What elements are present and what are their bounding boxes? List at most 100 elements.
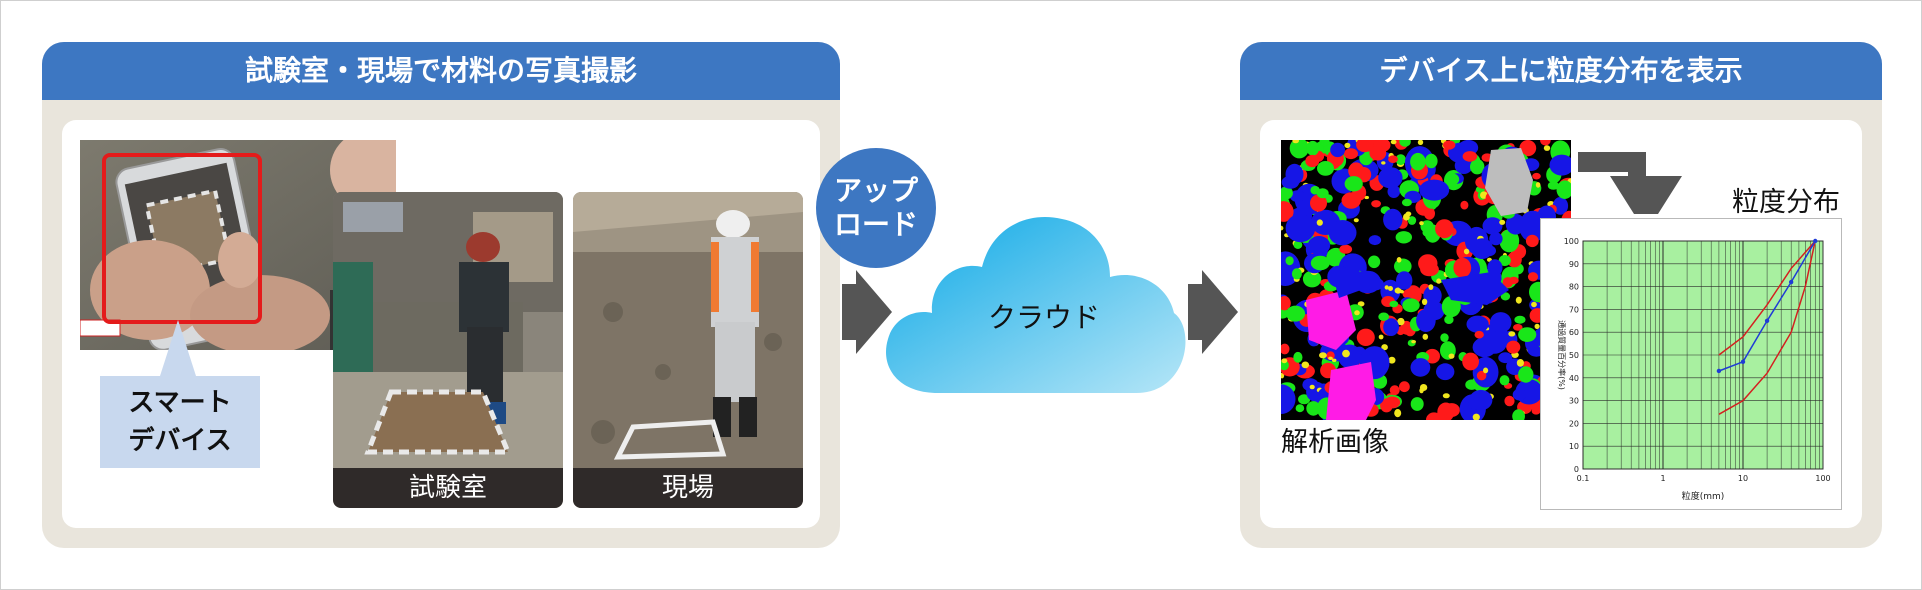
- particle: [1319, 352, 1327, 359]
- chart-y-tick-label: 90: [1569, 260, 1579, 269]
- particle: [1498, 255, 1511, 266]
- particle: [1425, 153, 1438, 169]
- particle: [1423, 285, 1442, 306]
- particle: [1396, 257, 1402, 263]
- chart-y-tick-label: 80: [1569, 283, 1579, 292]
- field-caption: 現場: [573, 468, 803, 508]
- highlight-frame: [102, 153, 262, 324]
- particle: [1339, 244, 1353, 254]
- analysis-image: [1281, 140, 1571, 420]
- particle: [1354, 310, 1360, 316]
- chart-y-tick-label: 0: [1574, 465, 1579, 474]
- particle: [1307, 236, 1331, 255]
- right-arrow-icon: [842, 270, 892, 354]
- particle: [1281, 201, 1294, 222]
- particle: [1465, 379, 1479, 390]
- particle: [1440, 333, 1449, 342]
- particle: [1343, 148, 1358, 160]
- particle: [1281, 384, 1296, 414]
- particle: [1389, 385, 1400, 396]
- particle: [1514, 315, 1526, 324]
- particle: [1402, 289, 1417, 299]
- particle: [1281, 175, 1300, 189]
- particle: [1410, 397, 1424, 411]
- particle: [1368, 235, 1382, 246]
- particle: [1293, 351, 1303, 363]
- chart-x-tick-label: 100: [1815, 474, 1830, 483]
- particle: [1518, 327, 1537, 342]
- particle: [1487, 259, 1503, 277]
- chart-x-tick-label: 1: [1660, 474, 1665, 483]
- particle: [1506, 340, 1521, 354]
- particle: [1388, 286, 1393, 291]
- particle: [1390, 140, 1397, 145]
- particle: [1532, 172, 1541, 180]
- particle: [1316, 188, 1329, 199]
- particle: [1397, 317, 1405, 326]
- chart-y-tick-label: 60: [1569, 328, 1579, 337]
- particle: [1498, 352, 1513, 364]
- particle: [1403, 213, 1410, 221]
- particle: [1356, 328, 1375, 346]
- right-arrow-icon-2: [1188, 270, 1238, 354]
- down-arrow-icon: [1578, 152, 1682, 214]
- particle: [1369, 145, 1387, 161]
- callout-line-1: スマート: [128, 388, 232, 418]
- particle: [1453, 257, 1472, 278]
- particle: [1328, 220, 1357, 246]
- particle: [1281, 296, 1291, 311]
- particle: [1371, 200, 1381, 208]
- cloud-label: クラウド: [987, 301, 1100, 334]
- photo-panel-title: 試験室・現場で材料の写真撮影: [42, 42, 840, 100]
- particle: [1442, 393, 1450, 399]
- chart-y-tick-label: 70: [1569, 305, 1579, 314]
- particle: [1410, 152, 1426, 171]
- particle: [1470, 159, 1485, 175]
- particle: [1328, 356, 1333, 360]
- particle: [1549, 154, 1571, 176]
- particle: [1482, 217, 1503, 235]
- particle: [1448, 353, 1455, 359]
- particle: [1436, 363, 1455, 381]
- particle: [1298, 394, 1311, 405]
- particle: [1399, 140, 1411, 147]
- particle: [1399, 381, 1410, 393]
- particle: [1364, 195, 1369, 200]
- particle: [1353, 218, 1359, 223]
- chart-y-tick-label: 20: [1569, 419, 1579, 428]
- particle: [1316, 219, 1323, 226]
- chart-y-axis-label: 通過質量百分率(%): [1557, 320, 1567, 390]
- particle: [1281, 186, 1293, 200]
- chart-x-tick-label: 10: [1738, 474, 1748, 483]
- particle: [1422, 333, 1429, 340]
- particle: [1306, 401, 1321, 416]
- chart-point: [1813, 238, 1818, 244]
- particle: [1472, 413, 1480, 420]
- particle: [1472, 337, 1497, 358]
- upload-badge: アップ ロード: [816, 148, 936, 268]
- particle: [1402, 298, 1420, 313]
- particle: [1310, 255, 1330, 271]
- particle: [1527, 272, 1539, 282]
- particle: [1411, 340, 1416, 344]
- particle: [1356, 140, 1374, 153]
- particle: [1388, 155, 1398, 163]
- particle: [1515, 296, 1522, 304]
- particle: [1281, 343, 1290, 355]
- particle: [1394, 409, 1402, 418]
- particle: [1507, 251, 1522, 268]
- particle: [1378, 312, 1390, 321]
- particle: [1512, 388, 1527, 401]
- particle: [1443, 140, 1456, 150]
- particle: [1458, 140, 1479, 156]
- particle: [1474, 330, 1484, 339]
- chart-x-tick-label: 0.1: [1577, 474, 1590, 483]
- upload-line-1: アップ: [833, 174, 918, 207]
- particle: [1435, 219, 1454, 239]
- particle: [1489, 232, 1503, 246]
- particle: [1292, 140, 1299, 144]
- chart-point: [1764, 318, 1770, 323]
- particle: [1547, 181, 1559, 190]
- particle: [1471, 238, 1493, 259]
- particle: [1436, 278, 1442, 284]
